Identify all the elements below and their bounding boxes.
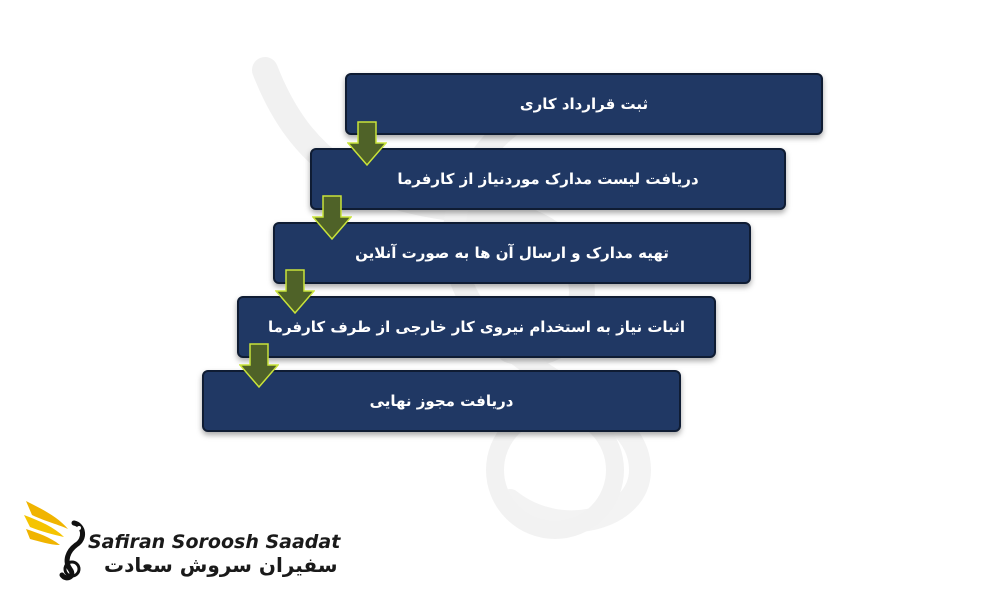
step-box-1: ثبت قرارداد کاری	[345, 73, 823, 135]
step-box-2: دریافت لیست مدارک موردنیاز از کارفرما	[310, 148, 786, 210]
step-label-1: ثبت قرارداد کاری	[519, 95, 649, 113]
logo-name-fa: سفیران سروش سعادت	[104, 553, 338, 577]
down-arrow-icon	[239, 343, 279, 389]
step-label-4: اثبات نیاز به استخدام نیروی کار خارجی از…	[268, 318, 685, 336]
logo-name-en: Safiran Soroosh Saadat	[88, 531, 341, 553]
step-box-5: دریافت مجوز نهایی	[202, 370, 681, 432]
down-arrow-icon	[312, 195, 352, 241]
step-box-3: تهیه مدارک و ارسال آن ها به صورت آنلاین	[273, 222, 751, 284]
company-logo: Safiran Soroosh Saadat سفیران سروش سعادت	[22, 495, 340, 585]
down-arrow-icon	[275, 269, 315, 315]
step-label-2: دریافت لیست مدارک موردنیاز از کارفرما	[397, 170, 699, 188]
step-box-4: اثبات نیاز به استخدام نیروی کار خارجی از…	[237, 296, 716, 358]
down-arrow-icon	[347, 121, 387, 167]
bird-logo-icon	[24, 501, 85, 581]
step-label-5: دریافت مجوز نهایی	[369, 392, 514, 410]
step-label-3: تهیه مدارک و ارسال آن ها به صورت آنلاین	[355, 244, 669, 262]
